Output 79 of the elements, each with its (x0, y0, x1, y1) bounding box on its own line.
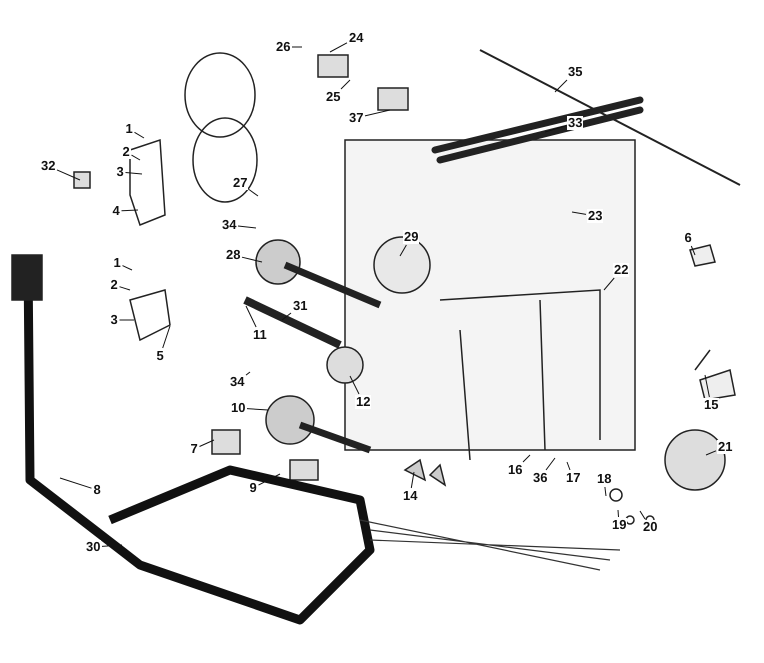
leader-line (604, 486, 606, 496)
leader-line (102, 544, 122, 547)
leader-line (554, 80, 568, 92)
leader-line (618, 510, 619, 518)
callout-number: 2 (122, 145, 131, 159)
callout-number: 2 (110, 278, 119, 292)
callout-number: 5 (156, 349, 165, 363)
leader-line (522, 454, 530, 462)
callout-number: 7 (190, 442, 199, 456)
leader-line (246, 372, 250, 376)
callout-number: 10 (230, 401, 246, 415)
leader-line (704, 374, 710, 398)
leader-line (544, 125, 566, 132)
leader-line (690, 246, 696, 256)
leader-line (566, 462, 570, 470)
leader-line (292, 46, 302, 48)
callout-number: 29 (403, 230, 420, 244)
callout-number: 31 (292, 299, 308, 313)
leader-line (199, 440, 214, 447)
callout-number: 34 (221, 218, 238, 232)
callout-number: 14 (402, 489, 418, 503)
callout-number: 27 (232, 176, 248, 190)
leader-line (340, 80, 350, 90)
leader-line (640, 510, 646, 520)
leader-line (246, 306, 257, 328)
callout-number: 20 (642, 520, 658, 534)
leader-line (131, 154, 140, 160)
leader-line (60, 478, 92, 489)
callout-number: 18 (596, 472, 612, 486)
callout-number: 28 (225, 248, 242, 262)
leader-line (410, 472, 414, 488)
callout-number: 34 (229, 375, 246, 389)
callout-number: 26 (275, 40, 292, 54)
callout-number: 1 (112, 256, 122, 270)
callout-number: 11 (252, 328, 268, 342)
leader-line (282, 312, 292, 320)
leader-line (604, 278, 615, 290)
leader-line (125, 172, 142, 174)
callout-number: 15 (703, 398, 720, 412)
callout-number: 35 (567, 65, 584, 79)
leader-line (572, 212, 586, 215)
callout-number: 12 (355, 395, 372, 409)
callout-number: 3 (110, 313, 119, 327)
leader-line (330, 42, 348, 52)
leader-line (246, 408, 268, 410)
callout-number: 32 (40, 159, 56, 173)
leader-line (134, 132, 144, 138)
leader-line (258, 474, 280, 486)
leader-line (350, 376, 360, 394)
callout-number: 3 (116, 165, 125, 179)
callout-number: 17 (565, 471, 582, 485)
callout-number: 24 (348, 31, 364, 45)
leader-line (706, 450, 716, 456)
callout-number: 37 (348, 111, 364, 125)
leader-line (242, 256, 262, 262)
callout-number: 6 (684, 231, 693, 245)
leader-line (248, 189, 258, 196)
leader-line (238, 226, 256, 228)
callout-number: 1 (124, 122, 134, 136)
callout-number: 23 (587, 209, 604, 223)
leader-line (56, 169, 80, 180)
leader-line (121, 210, 138, 212)
callout-number: 36 (532, 471, 548, 485)
leader-line (364, 110, 390, 116)
callout-number: 25 (325, 90, 342, 104)
leader-line (546, 458, 556, 470)
callout-number: 8 (92, 483, 102, 497)
callout-number: 19 (611, 518, 628, 532)
leader-line (122, 265, 132, 270)
callout-number: 30 (85, 540, 102, 554)
leader-line (119, 286, 130, 290)
leader-line (162, 326, 170, 348)
callout-number: 9 (248, 481, 258, 495)
callout-number: 22 (613, 263, 630, 277)
callout-number: 4 (112, 204, 121, 218)
callout-number: 16 (507, 463, 524, 477)
callout-number: 33 (567, 116, 584, 130)
leader-line (400, 244, 407, 256)
callout-number: 21 (717, 440, 734, 454)
